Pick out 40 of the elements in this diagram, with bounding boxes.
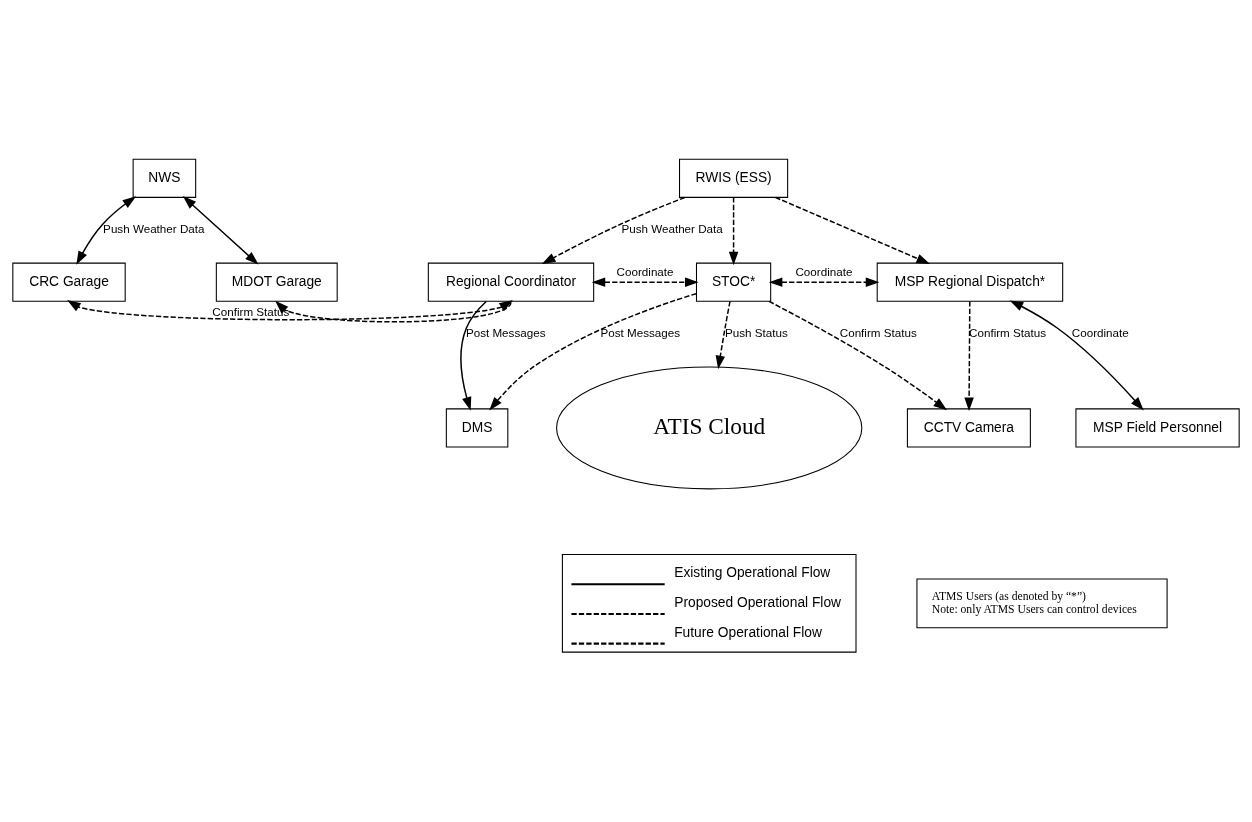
arrow	[774, 196, 930, 264]
edge-label: Confirm Status	[969, 325, 1047, 339]
arrow	[768, 300, 947, 410]
node-box: RWIS (ESS)	[679, 158, 789, 198]
edge-label: Push Status	[724, 325, 788, 339]
edge-label: Post Messages	[600, 325, 681, 339]
arrow	[275, 300, 512, 323]
edge-label: Coordinate	[795, 264, 853, 278]
edge-label: Push Weather Data	[103, 221, 205, 235]
node-box: ATMS Users (as denoted by “*”) Note: only ATMS Users can control devices	[916, 577, 1168, 628]
arrow	[182, 195, 259, 265]
node-box: CCTV Camera	[906, 407, 1031, 448]
legend-label: Future Operational Flow	[674, 624, 822, 640]
node-box: MSP Regional Dispatch*	[876, 262, 1064, 302]
arrow	[67, 299, 513, 320]
edge-label: Push Weather Data	[621, 221, 723, 235]
node-box: NWS	[132, 158, 197, 198]
arrow	[489, 292, 697, 410]
edge-label: Confirm Status	[839, 325, 917, 339]
edge-label: Coordinate	[616, 264, 674, 278]
legend-label: Existing Operational Flow	[674, 564, 831, 580]
node-box: MDOT Garage	[215, 262, 338, 302]
arrow	[460, 300, 487, 411]
edge-label: Coordinate	[1071, 325, 1129, 339]
arrow	[541, 196, 686, 264]
arrow	[591, 276, 699, 287]
node-box: DMS	[445, 407, 509, 448]
arrow	[768, 276, 880, 287]
arrow	[964, 300, 974, 411]
arrow	[1009, 299, 1144, 410]
node-box: CRC Garage	[12, 262, 126, 302]
node-box: MSP Field Personnel	[1075, 407, 1240, 448]
arrow	[76, 195, 137, 265]
arrow	[715, 300, 731, 369]
node-box: STOC*	[695, 262, 772, 302]
legend-label: Proposed Operational Flow	[674, 594, 842, 610]
edge-label: Post Messages	[465, 325, 546, 339]
arrow	[728, 196, 739, 265]
node-ellipse: ATIS Cloud	[556, 365, 863, 489]
node-box: Regional Coordinator	[427, 262, 595, 302]
